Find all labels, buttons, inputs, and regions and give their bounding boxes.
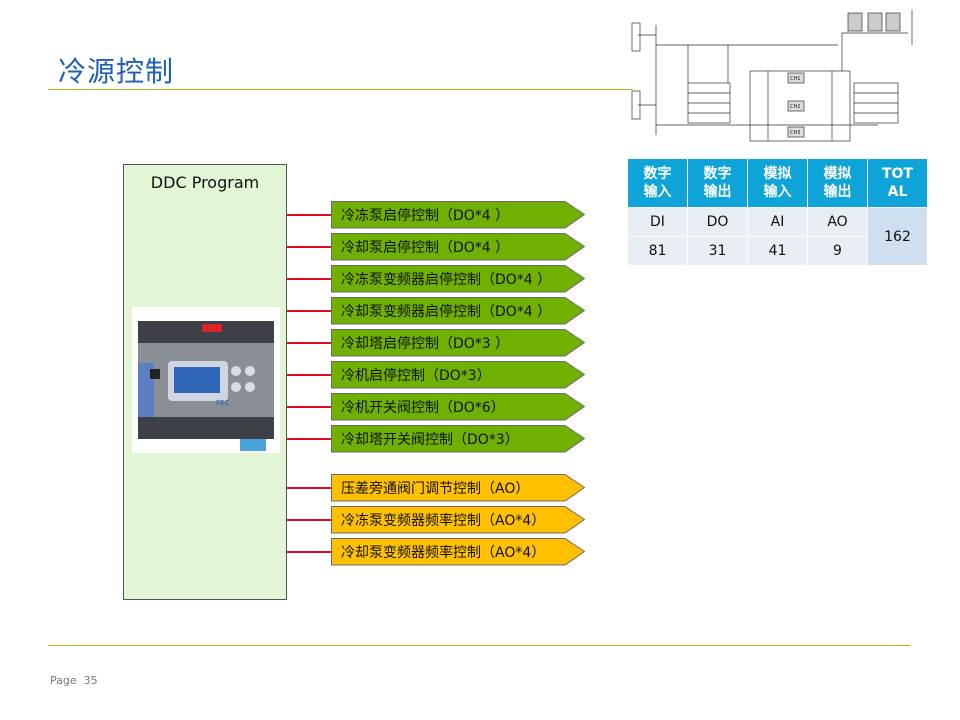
header-analog-output: 模拟输出 xyxy=(807,158,868,208)
output-tag-label: 冷冻泵变频器频率控制（AO*4） xyxy=(341,513,546,529)
count-di: 81 xyxy=(627,236,688,266)
footer-rule xyxy=(48,645,910,646)
type-do: DO xyxy=(687,207,748,237)
output-tag: 冷却塔开关阀控制（DO*3） xyxy=(331,425,585,453)
count-ai: 41 xyxy=(747,236,808,266)
ddc-program-label: DDC Program xyxy=(150,173,260,192)
table-row-counts: 81 31 41 9 xyxy=(627,236,928,266)
table-row-types: DI DO AI AO 162 xyxy=(627,207,928,266)
output-tag-label: 冷冻泵启停控制（DO*4 ） xyxy=(341,208,510,224)
output-tag-label: 冷机开关阀控制（DO*6） xyxy=(341,400,505,416)
connector-line xyxy=(287,374,331,376)
connector-line xyxy=(287,342,331,344)
output-tag-shape xyxy=(331,329,585,357)
ddc-program-box: DDC Program FEC xyxy=(123,164,287,600)
output-tag: 压差旁通阀门调节控制（AO） xyxy=(331,474,585,502)
connector-line xyxy=(287,278,331,280)
output-tag: 冷冻泵变频器启停控制（DO*4 ） xyxy=(331,265,585,293)
output-tag-label: 冷却泵启停控制（DO*4 ） xyxy=(341,240,510,256)
output-tag: 冷冻泵启停控制（DO*4 ） xyxy=(331,201,585,229)
chiller-plant-schematic: CH1 CH2 CH3 xyxy=(631,10,913,142)
header-digital-output: 数字输出 xyxy=(687,158,748,208)
output-tag-label: 冷却塔启停控制（DO*3 ） xyxy=(341,336,510,352)
connector-line xyxy=(287,487,331,489)
output-tag-shape xyxy=(331,538,585,566)
output-tag-label: 冷机启停控制（DO*3） xyxy=(341,368,491,384)
type-ai: AI xyxy=(747,207,808,237)
title-underline xyxy=(48,89,633,90)
output-tag: 冷机启停控制（DO*3） xyxy=(331,361,585,389)
ddc-controller-image: FEC xyxy=(132,307,280,453)
count-do: 31 xyxy=(687,236,748,266)
output-tag-label: 冷却泵变频器频率控制（AO*4） xyxy=(341,545,546,561)
slide-title: 冷源控制 xyxy=(58,55,175,88)
connector-line xyxy=(287,551,331,553)
output-tag-shape xyxy=(331,265,585,293)
output-tag-label: 冷却泵变频器启停控制（DO*4 ） xyxy=(341,304,552,320)
connector-line xyxy=(287,310,331,312)
count-ao: 9 xyxy=(807,236,868,266)
header-analog-input: 模拟输入 xyxy=(747,158,808,208)
connector-line xyxy=(287,438,331,440)
output-tag: 冷机开关阀控制（DO*6） xyxy=(331,393,585,421)
page-footer: Page 35 xyxy=(50,674,98,687)
header-digital-input: 数字输入 xyxy=(627,158,688,208)
output-tag: 冷却泵变频器频率控制（AO*4） xyxy=(331,538,585,566)
page-label: Page xyxy=(50,674,77,687)
output-tag: 冷冻泵变频器频率控制（AO*4） xyxy=(331,506,585,534)
output-tag-shape xyxy=(331,361,585,389)
connector-line xyxy=(287,519,331,521)
output-tag-shape xyxy=(331,474,585,502)
output-tag: 冷却泵启停控制（DO*4 ） xyxy=(331,233,585,261)
total-count: 162 xyxy=(867,207,928,266)
page-number: 35 xyxy=(83,674,98,687)
output-tag: 冷却泵变频器启停控制（DO*4 ） xyxy=(331,297,585,325)
output-tag-shape xyxy=(331,297,585,325)
output-tag-shape xyxy=(331,201,585,229)
connector-line xyxy=(287,214,331,216)
output-tag-label: 冷却塔开关阀控制（DO*3） xyxy=(341,432,519,448)
connector-line xyxy=(287,246,331,248)
output-tag-shape xyxy=(331,425,585,453)
output-tag-shape xyxy=(331,393,585,421)
output-tag: 冷却塔启停控制（DO*3 ） xyxy=(331,329,585,357)
connector-line xyxy=(287,406,331,408)
output-tag-shape xyxy=(331,233,585,261)
output-tag-shape xyxy=(331,506,585,534)
schematic-unit-label: CH2 xyxy=(790,104,800,110)
schematic-unit-label: CH1 xyxy=(790,76,800,82)
schematic-unit-label: CH3 xyxy=(790,130,800,136)
type-ao: AO xyxy=(807,207,868,237)
device-brand-label: FEC xyxy=(216,399,229,407)
output-tag-label: 压差旁通阀门调节控制（AO） xyxy=(341,481,530,497)
type-di: DI xyxy=(627,207,688,237)
output-tag-label: 冷冻泵变频器启停控制（DO*4 ） xyxy=(341,272,552,288)
